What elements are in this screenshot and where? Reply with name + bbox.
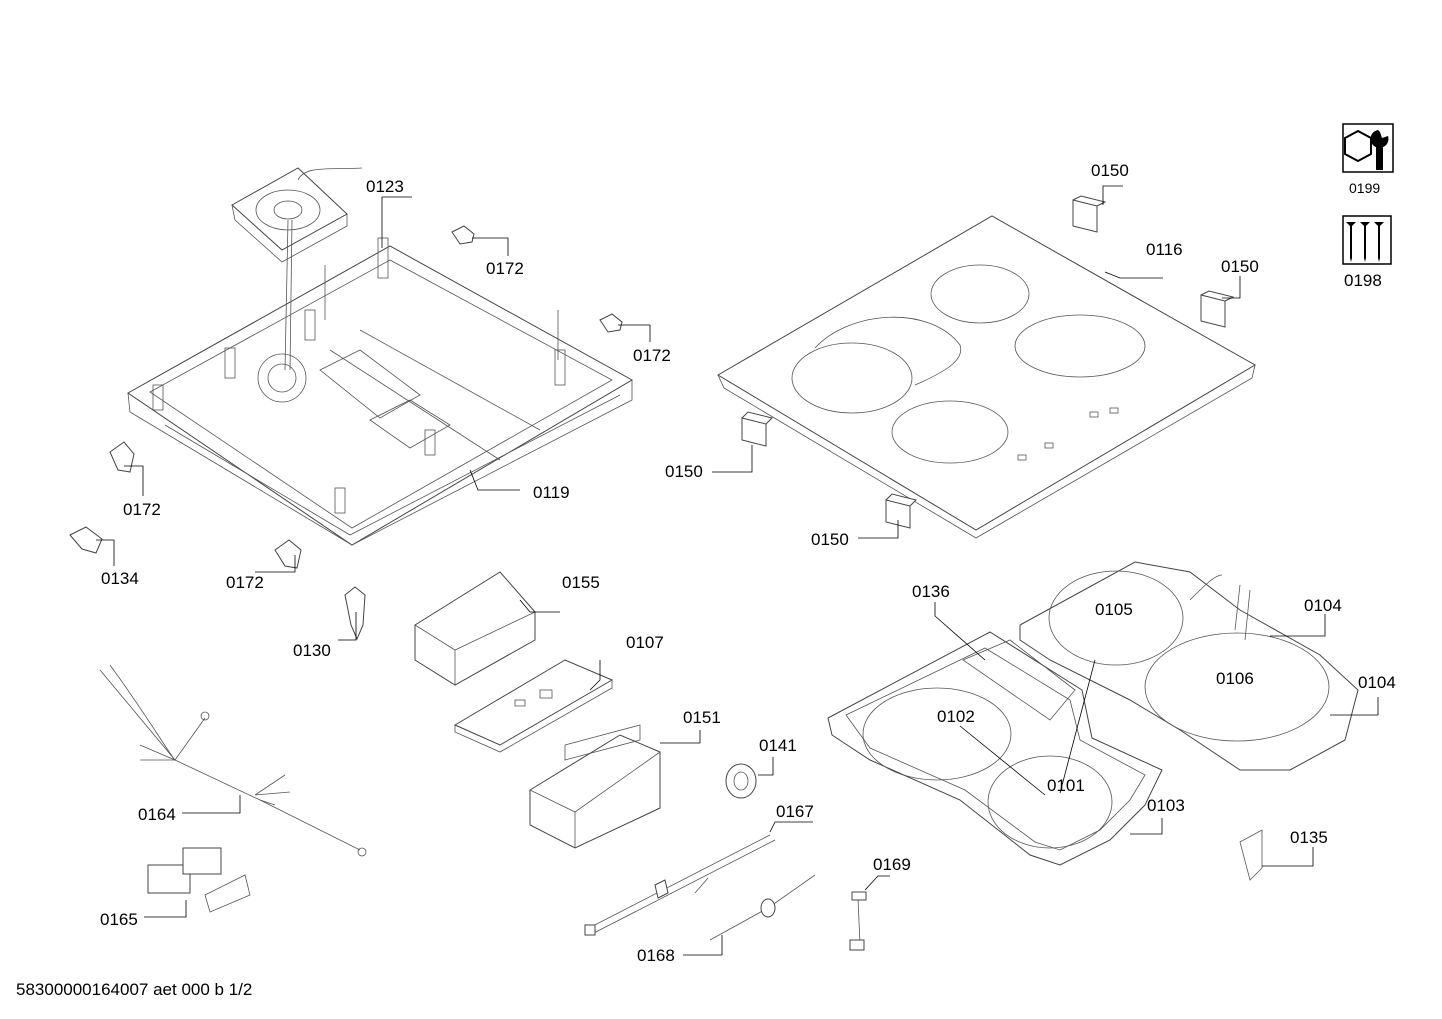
part-label-0103: 0103 <box>1147 796 1185 815</box>
part-label-0155: 0155 <box>562 573 600 592</box>
part-label-0136: 0136 <box>912 582 950 601</box>
wrench-nut-icon <box>1342 123 1394 173</box>
screws-icon <box>1342 215 1392 265</box>
fan-drawing <box>231 167 363 371</box>
leader-lines <box>96 185 1379 956</box>
part-label-0116: 0116 <box>1146 240 1183 259</box>
part-label-0106: 0106 <box>1216 669 1254 688</box>
part-label-0104: 0104 <box>1304 596 1342 615</box>
part-label-0172: 0172 <box>226 573 264 592</box>
screws-label-0198: 0198 <box>1344 271 1382 290</box>
part-label-0172: 0172 <box>486 259 524 278</box>
part-label-0150: 0150 <box>665 462 703 481</box>
tool-label-0199: 0199 <box>1349 180 1380 196</box>
brackets-0150-drawing <box>741 195 1235 529</box>
part-label-0104: 0104 <box>1358 673 1396 692</box>
electronics-drawing <box>414 571 757 849</box>
part-label-0150: 0150 <box>811 530 849 549</box>
part-label-0101: 0101 <box>1047 776 1085 795</box>
cables-drawing <box>99 664 867 951</box>
part-label-0172: 0172 <box>633 346 671 365</box>
clips-drawing <box>69 225 623 569</box>
part-label-0141: 0141 <box>759 736 797 755</box>
part-label-0150: 0150 <box>1221 257 1259 276</box>
part-label-0151: 0151 <box>683 708 721 727</box>
glass-top-drawing <box>717 215 1256 539</box>
part-label-0167: 0167 <box>776 802 814 821</box>
part-label-0102: 0102 <box>937 707 975 726</box>
part-label-0165: 0165 <box>100 910 138 929</box>
housing-drawing <box>127 237 634 546</box>
part-label-0119: 0119 <box>533 483 570 502</box>
part-label-0150: 0150 <box>1091 161 1129 180</box>
spacer-0130-drawing <box>344 586 366 641</box>
coil-carrier-drawing <box>827 561 1359 881</box>
part-label-0172: 0172 <box>123 500 161 519</box>
part-label-0105: 0105 <box>1095 600 1133 619</box>
part-label-0168: 0168 <box>637 946 675 965</box>
part-label-0130: 0130 <box>293 641 331 660</box>
document-code: 58300000164007 aet 000 b 1/2 <box>16 980 253 999</box>
part-label-0123: 0123 <box>366 177 404 196</box>
part-label-0135: 0135 <box>1290 828 1328 847</box>
part-label-0169: 0169 <box>873 855 911 874</box>
part-label-0134: 0134 <box>101 569 139 588</box>
part-label-0107: 0107 <box>626 633 664 652</box>
part-label-0164: 0164 <box>138 805 176 824</box>
